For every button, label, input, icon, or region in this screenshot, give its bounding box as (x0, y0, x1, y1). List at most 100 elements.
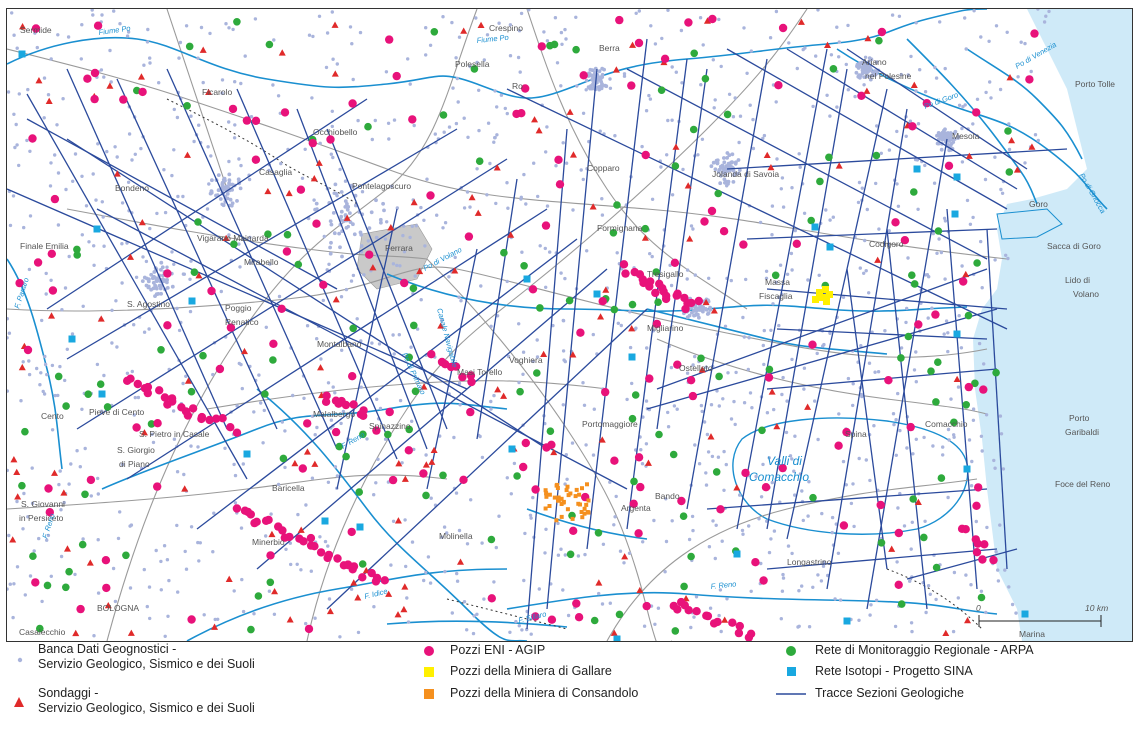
sondaggio-point (531, 116, 539, 123)
banca-dati-point (415, 327, 420, 331)
banca-dati-point (544, 285, 548, 289)
gallare-well (812, 296, 819, 303)
banca-dati-point (652, 518, 656, 523)
banca-dati-point (374, 481, 378, 485)
banca-dati-point (868, 613, 872, 617)
eni-agip-well (615, 15, 624, 25)
banca-dati-point (223, 446, 227, 450)
banca-dati-point (914, 21, 918, 25)
banca-dati-point (536, 194, 540, 199)
banca-dati-point (694, 307, 699, 311)
banca-dati-point (841, 295, 846, 299)
banca-dati-point (952, 570, 957, 575)
banca-dati-point (653, 622, 657, 626)
banca-dati-point (382, 208, 386, 213)
banca-dati-point (96, 142, 100, 146)
banca-dati-point (707, 545, 712, 549)
banca-dati-point (58, 469, 62, 473)
banca-dati-point (717, 167, 722, 172)
eni-agip-well (218, 414, 227, 423)
sondaggio-point (598, 436, 606, 443)
banca-dati-point (817, 273, 821, 277)
banca-dati-point (556, 553, 561, 557)
banca-dati-point (91, 13, 95, 17)
banca-dati-point (865, 207, 869, 212)
banca-dati-point (211, 372, 215, 377)
banca-dati-point (732, 171, 737, 176)
eni-agip-wells-layer (15, 14, 1039, 641)
banca-dati-point (276, 94, 281, 98)
banca-dati-point (351, 273, 356, 278)
eni-agip-well (400, 278, 409, 288)
eni-agip-well (601, 387, 610, 397)
eni-agip-well (228, 104, 238, 114)
banca-dati-point (576, 554, 581, 558)
arpa-monitoring-point (714, 189, 722, 198)
banca-dati-point (779, 617, 783, 621)
banca-dati-point (821, 564, 826, 568)
banca-dati-point (988, 80, 992, 84)
banca-dati-point (806, 514, 810, 518)
sondaggio-point (612, 66, 620, 73)
banca-dati-point (495, 105, 499, 109)
banca-dati-point (767, 550, 772, 555)
banca-dati-point (478, 434, 482, 439)
banca-dati-point (15, 143, 19, 147)
banca-dati-point (856, 200, 861, 205)
banca-dati-point (322, 234, 326, 239)
banca-dati-point (154, 548, 158, 553)
banca-dati-point (441, 15, 445, 19)
banca-dati-point (797, 589, 801, 593)
arpa-monitoring-point (500, 248, 508, 257)
arpa-monitoring-point (18, 481, 26, 490)
banca-dati-point (687, 537, 692, 542)
banca-dati-point (867, 361, 872, 365)
isotopi-point (356, 523, 364, 531)
banca-dati-point (466, 135, 470, 139)
geological-data-map[interactable]: Sermide Crespino Berra Ariano nel Polesi… (6, 8, 1133, 642)
banca-dati-point (939, 250, 944, 255)
label-pieve-di-cento: Pieve di Cento (89, 407, 145, 417)
banca-dati-point (209, 154, 213, 158)
banca-dati-point (53, 393, 57, 398)
banca-dati-point (993, 258, 997, 262)
banca-dati-point (469, 498, 473, 502)
label-nel-polesine: nel Polesine (865, 71, 912, 81)
arpa-monitoring-point (723, 110, 732, 119)
banca-dati-point (240, 386, 244, 391)
banca-dati-point (835, 105, 839, 109)
sondaggio-point (104, 602, 112, 609)
eni-agip-well (246, 510, 255, 519)
eni-agip-well (741, 468, 750, 478)
isotopi-point (951, 210, 959, 218)
sondaggio-point (9, 536, 17, 543)
banca-dati-point (666, 9, 670, 12)
banca-dati-point (694, 595, 699, 599)
arpa-monitoring-point (411, 387, 420, 396)
banca-dati-point (28, 574, 33, 578)
banca-dati-point (310, 476, 315, 480)
banca-dati-point (553, 16, 558, 20)
banca-dati-point (313, 433, 317, 437)
banca-dati-point (778, 263, 783, 267)
sondaggio-point (350, 579, 358, 586)
banca-dati-point (141, 255, 145, 259)
banca-dati-point (40, 599, 44, 604)
arpa-monitoring-point (62, 402, 70, 410)
eni-agip-well (133, 379, 142, 389)
banca-dati-point (764, 276, 769, 280)
banca-dati-point (952, 433, 956, 437)
consandolo-well (574, 487, 579, 492)
sondaggio-point (140, 429, 148, 436)
banca-dati-point (723, 172, 728, 177)
banca-dati-point (113, 145, 117, 149)
consandolo-well (552, 495, 557, 500)
banca-dati-point (89, 494, 94, 498)
banca-dati-point (893, 624, 898, 629)
banca-dati-point (685, 277, 689, 281)
banca-dati-point (702, 420, 707, 424)
arpa-monitoring-point (364, 122, 372, 131)
sezione-geologica-trace (986, 228, 1008, 570)
banca-dati-point (151, 440, 156, 445)
banca-dati-point (113, 599, 118, 604)
